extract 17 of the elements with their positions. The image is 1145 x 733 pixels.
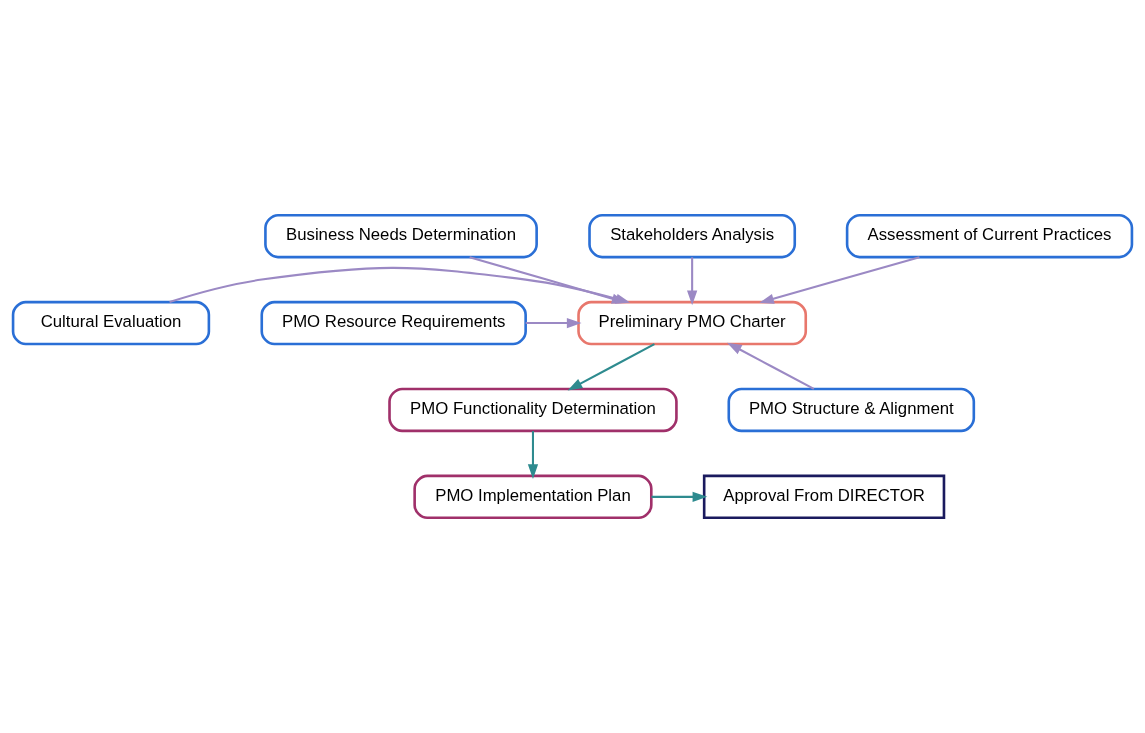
node-box: Business Needs Determination [264,213,538,259]
arrow [651,491,708,502]
node-box: PMO Structure & Alignment [727,387,976,433]
arrow [567,343,655,391]
node-box: PMO Functionality Determination [388,387,678,433]
node-box: Preliminary PMO Charter [577,300,808,346]
arrow [759,256,920,304]
node-box: Approval From DIRECTOR [702,474,946,520]
node-box: Assessment of Current Practices [845,213,1134,259]
node-box: PMO Implementation Plan [413,474,653,520]
node-box: Cultural Evaluation [11,300,211,346]
node-box: Stakeholders Analysis [588,213,797,259]
arrow [527,431,539,480]
node-box: PMO Resource Requirements [260,300,527,346]
arrow [687,257,698,306]
arrow [525,317,582,329]
arrow [727,342,815,390]
